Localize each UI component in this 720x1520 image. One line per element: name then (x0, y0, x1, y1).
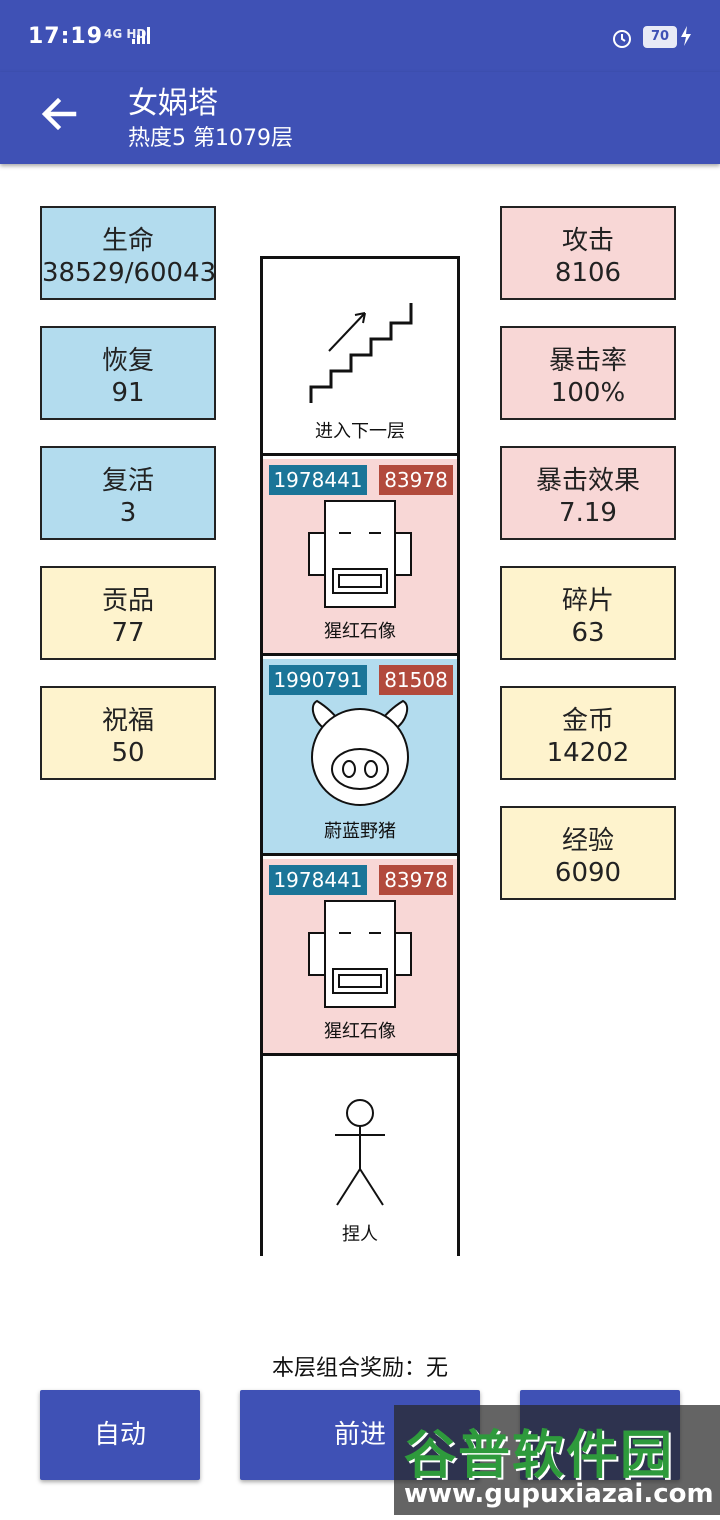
stat-label: 复活 (101, 466, 154, 496)
stat-label: 贡品 (101, 586, 154, 616)
stat-crit-rate: 暴击率 100% (500, 326, 676, 420)
tower-cell-player[interactable]: 捏人 (263, 1059, 457, 1256)
signal-icon (132, 27, 150, 44)
stat-offering: 贡品 77 (40, 566, 216, 660)
cell-name: 猩红石像 (324, 621, 396, 642)
stat-value: 7.19 (559, 498, 617, 528)
charging-icon (681, 26, 691, 46)
stat-value: 63 (571, 618, 605, 648)
stat-revive: 复活 3 (40, 446, 216, 540)
stat-gold: 金币 14202 (500, 686, 676, 780)
alarm-icon (613, 30, 631, 48)
stat-label: 金币 (561, 706, 614, 736)
stat-value: 77 (111, 618, 145, 648)
enemy-hp-badge: 1990791 (269, 665, 367, 695)
tower-cell-enemy[interactable]: 1978441 83978 猩红石像 (263, 459, 457, 656)
tower-cell-next-floor[interactable]: 进入下一层 (263, 259, 457, 456)
status-bar: 17:19 4G HD 70 (0, 0, 720, 72)
stat-fragments: 碎片 63 (500, 566, 676, 660)
stat-value: 91 (111, 378, 145, 408)
stat-value: 50 (111, 738, 145, 768)
stat-blessing: 祝福 50 (40, 686, 216, 780)
battery-icon: 70 (643, 26, 677, 48)
stat-value: 100% (550, 378, 626, 408)
stat-crit-effect: 暴击效果 7.19 (500, 446, 676, 540)
stat-value: 3 (119, 498, 137, 528)
cell-name: 进入下一层 (315, 421, 405, 442)
stick-figure-icon (335, 1099, 385, 1206)
stat-attack: 攻击 8106 (500, 206, 676, 300)
pig-icon (311, 699, 409, 806)
stairs-icon (309, 303, 413, 403)
stat-value: 8106 (554, 258, 622, 288)
watermark: 谷普软件园 www.gupuxiazai.com (394, 1405, 720, 1515)
stat-regen: 恢复 91 (40, 326, 216, 420)
stat-experience: 经验 6090 (500, 806, 676, 900)
tower-column: 进入下一层 1978441 83978 猩红石像 1990791 81508 蔚… (260, 256, 460, 1256)
robot-icon (308, 500, 412, 608)
cell-name: 猩红石像 (324, 1021, 396, 1042)
enemy-hp-badge: 1978441 (269, 865, 367, 895)
robot-icon (308, 900, 412, 1008)
page-subtitle: 热度5 第1079层 (128, 126, 293, 151)
enemy-attack-badge: 83978 (379, 865, 453, 895)
stat-label: 恢复 (101, 346, 154, 376)
enemy-hp-badge: 1978441 (269, 465, 367, 495)
watermark-text: 谷普软件园 (404, 1426, 675, 1486)
stat-label: 生命 (101, 226, 154, 256)
stat-life: 生命 38529/60043 (40, 206, 216, 300)
cell-name: 捏人 (342, 1224, 378, 1245)
stat-value: 14202 (546, 738, 630, 768)
app-bar: 女娲塔 热度5 第1079层 (0, 72, 720, 164)
stat-label: 祝福 (101, 706, 154, 736)
network-indicator: 4G HD (104, 27, 147, 41)
cell-name: 蔚蓝野猪 (324, 821, 396, 842)
stat-value: 38529/60043 (42, 258, 217, 288)
tower-cell-enemy[interactable]: 1978441 83978 猩红石像 (263, 859, 457, 1056)
auto-button[interactable]: 自动 (40, 1390, 200, 1480)
stat-value: 6090 (554, 858, 622, 888)
stat-label: 暴击效果 (535, 466, 640, 496)
watermark-url: www.gupuxiazai.com (404, 1479, 714, 1509)
page-title: 女娲塔 (128, 86, 218, 121)
stat-label: 攻击 (561, 226, 614, 256)
enemy-attack-badge: 83978 (379, 465, 453, 495)
tower-cell-enemy[interactable]: 1990791 81508 蔚蓝野猪 (263, 659, 457, 856)
stat-label: 暴击率 (548, 346, 627, 376)
stat-label: 碎片 (561, 586, 614, 616)
floor-reward-text: 本层组合奖励：无 (271, 1356, 448, 1381)
status-time: 17:19 (28, 24, 104, 49)
back-arrow-icon[interactable] (38, 92, 82, 136)
stat-label: 经验 (561, 826, 614, 856)
enemy-attack-badge: 81508 (379, 665, 453, 695)
